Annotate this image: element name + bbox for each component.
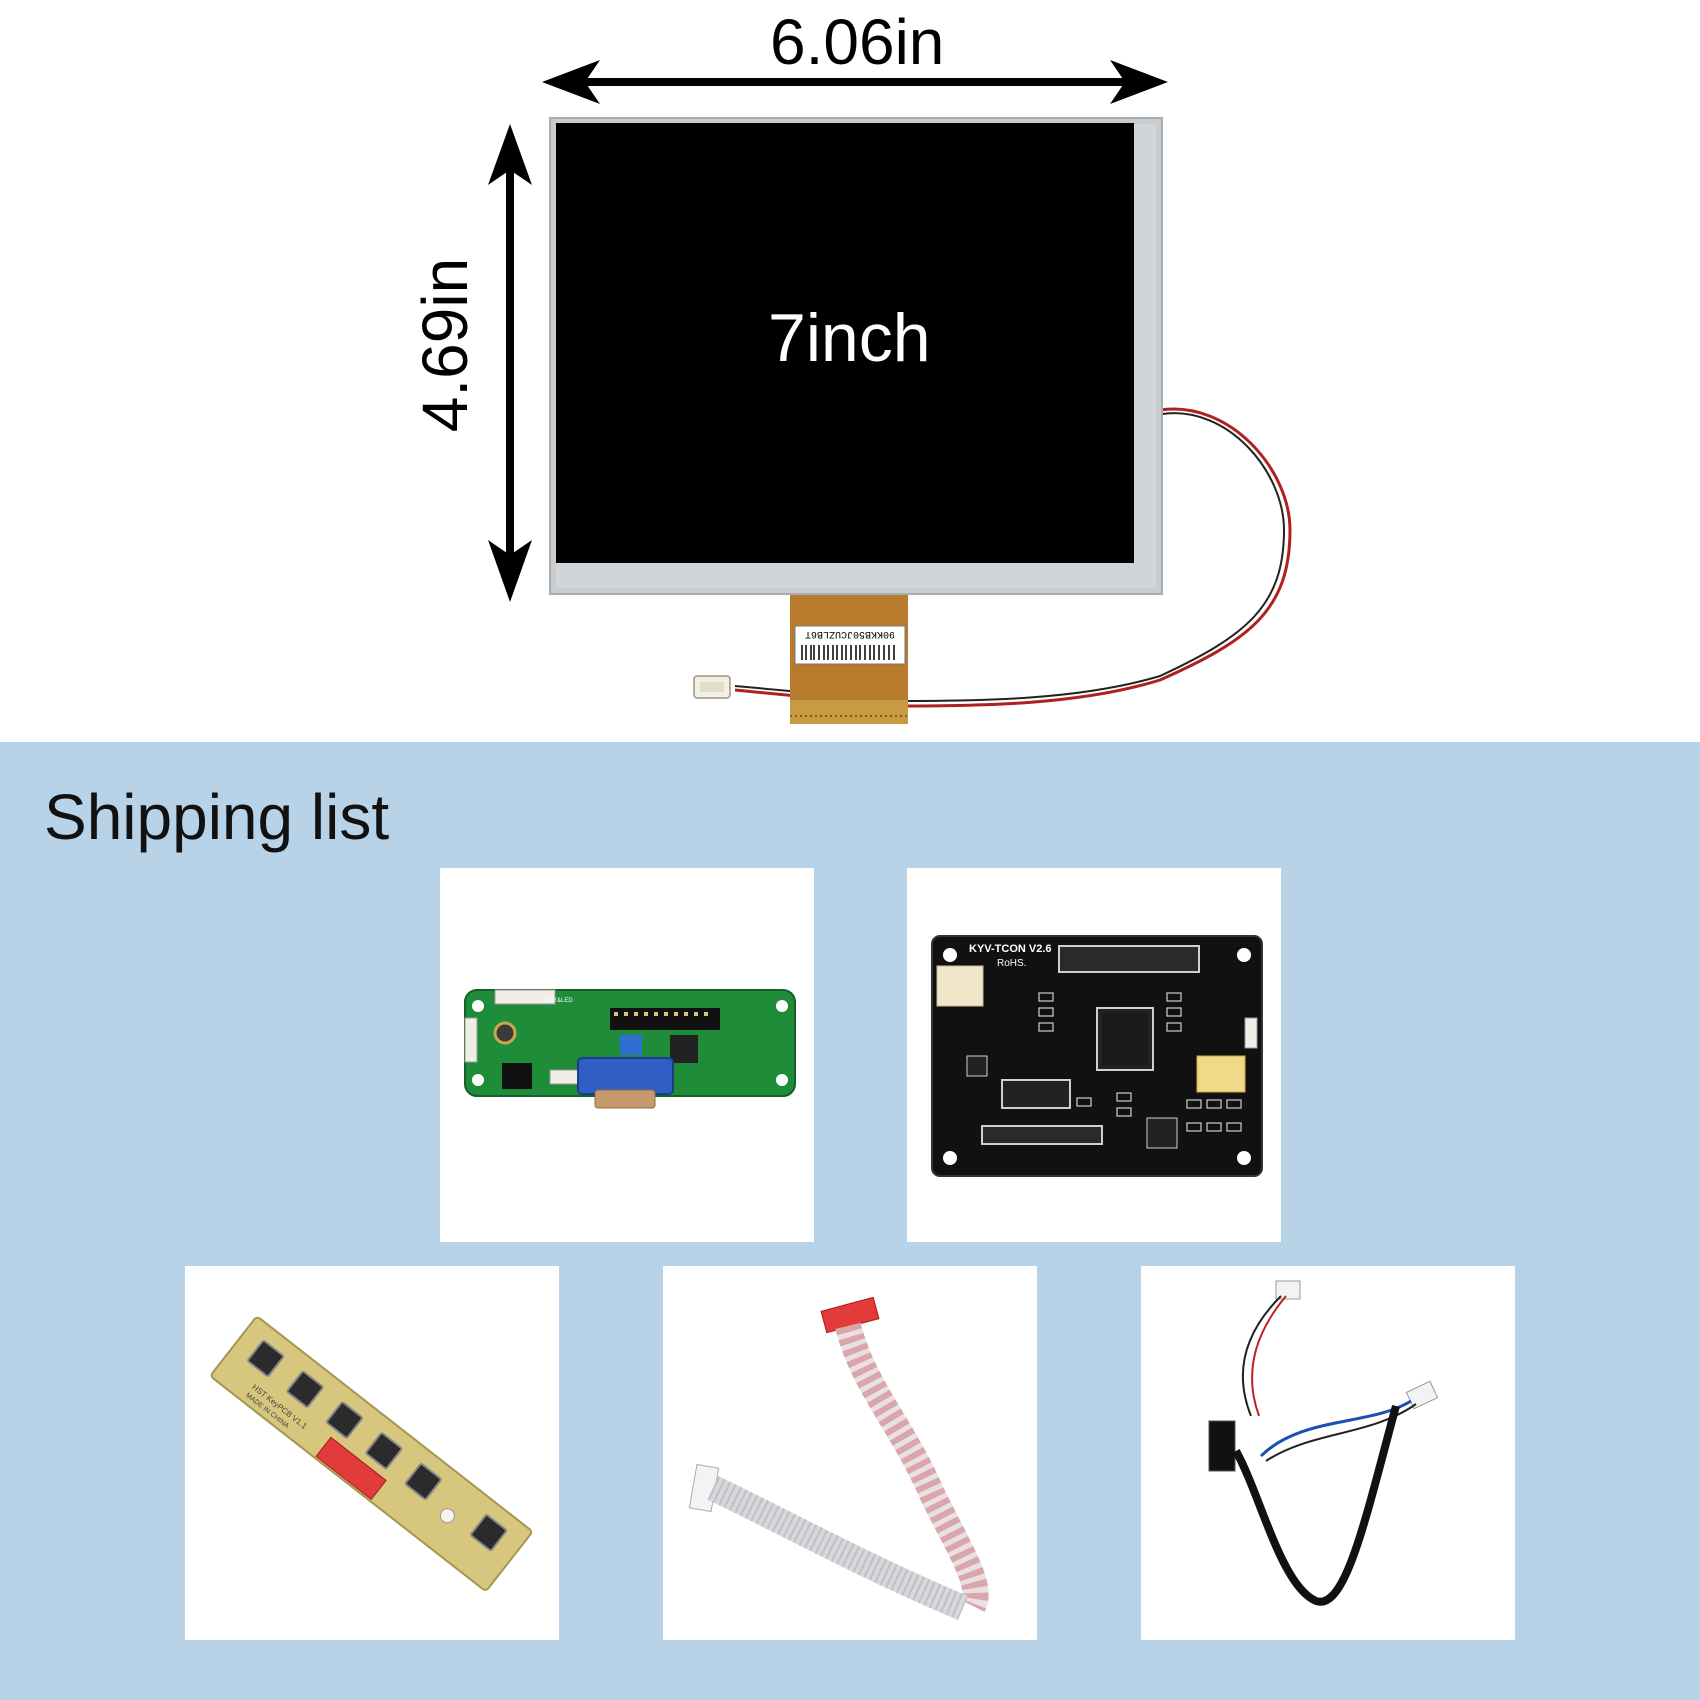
shipping-item-keypad-board: HST KeyPCB V1.1 MADE IN CHINA — [185, 1266, 559, 1640]
tcon-board-rohs-text: RoHS. — [997, 958, 1026, 969]
lcd-panel-illustration: 90KKB50JCUZLB6T — [488, 60, 1292, 724]
height-arrow-icon — [488, 124, 532, 602]
shipping-item-ribbon-cable — [663, 1266, 1037, 1640]
backlight-cable — [734, 407, 1292, 708]
shipping-list-title: Shipping list — [44, 781, 390, 853]
shipping-item-tcon-board: KYV-TCON V2.6 RoHS. — [907, 868, 1281, 1242]
screen-size-label: 7inch — [768, 300, 931, 376]
fpc-flex-cable-icon: 90KKB50JCUZLB6T — [790, 588, 908, 724]
keypad-board-icon: HST KeyPCB V1.1 MADE IN CHINA — [210, 1316, 533, 1591]
lcd-screen — [556, 123, 1134, 563]
ribbon-cable-icon — [688, 1296, 989, 1620]
tcon-board-text: KYV-TCON V2.6 — [969, 943, 1052, 955]
vga-controller-board-icon: KEY&LED — [464, 989, 796, 1109]
shipping-item-lvds-cable — [1141, 1266, 1515, 1640]
width-dimension-label: 6.06in — [770, 6, 945, 78]
product-dimension-section: 90KKB50JCUZLB6T 6.06in 4.69in 7inch — [0, 0, 1700, 742]
tcon-board-icon: KYV-TCON V2.6 RoHS. — [931, 935, 1263, 1177]
backlight-connector-icon — [693, 675, 731, 699]
barcode-text: 90KKB50JCUZLB6T — [805, 628, 895, 639]
height-dimension-label: 4.69in — [409, 257, 481, 433]
width-arrow-icon — [542, 60, 1168, 104]
controller-board-text: KEY&LED — [545, 998, 573, 1004]
lvds-cable-icon — [1208, 1280, 1439, 1606]
shipping-item-controller-board: KEY&LED — [440, 868, 814, 1242]
